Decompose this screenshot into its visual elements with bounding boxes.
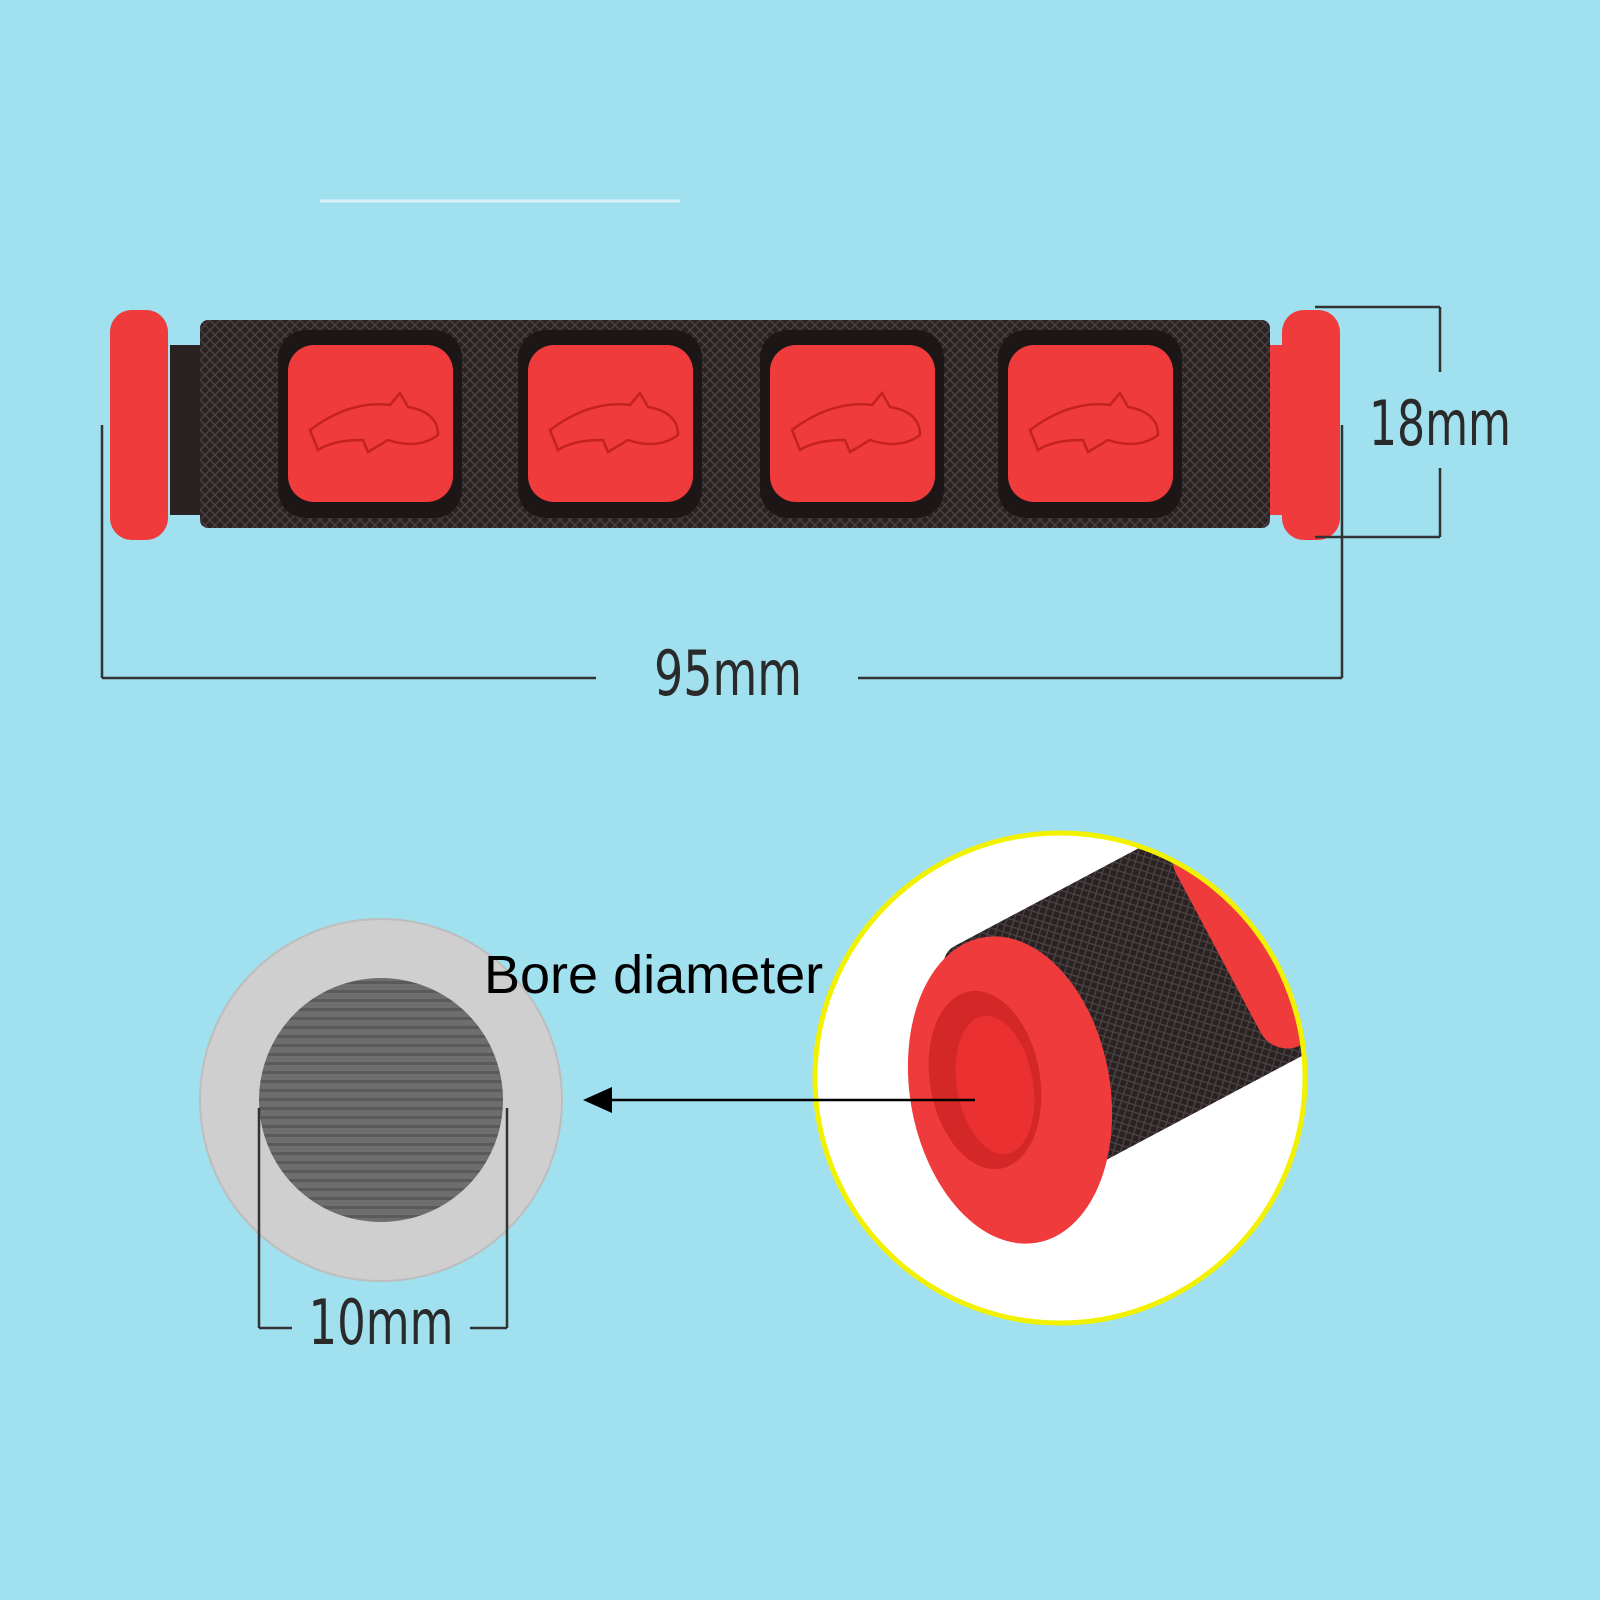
diameter-dimension-lines: [1315, 305, 1442, 539]
grip-left-cap: [110, 310, 168, 540]
grip-right-cap: [1282, 310, 1340, 540]
grip-pad: [528, 345, 693, 502]
arrow-head-icon: [583, 1087, 612, 1113]
bore-diameter-callout: Bore diameter: [484, 945, 823, 1005]
diameter-label: 18mm: [1369, 387, 1511, 460]
grip-pad: [288, 345, 453, 502]
length-dimension-lines: [100, 425, 1344, 680]
highlight-ring: [812, 830, 1308, 1326]
bore-arrow: [583, 1087, 975, 1113]
bore-cross-section: [199, 918, 563, 1282]
bore-dimension-lines: [257, 1108, 509, 1330]
grip-pad: [770, 345, 935, 502]
fish-logo-icons: [308, 390, 1160, 454]
bore-label: 10mm: [309, 1286, 454, 1359]
zoom-detail-image: [812, 830, 1308, 1326]
bore-hole: [259, 978, 503, 1222]
grip-product-image: [110, 310, 1340, 540]
grip-pad: [1008, 345, 1173, 502]
grip-pads: [278, 330, 1182, 518]
length-label: 95mm: [654, 637, 802, 710]
